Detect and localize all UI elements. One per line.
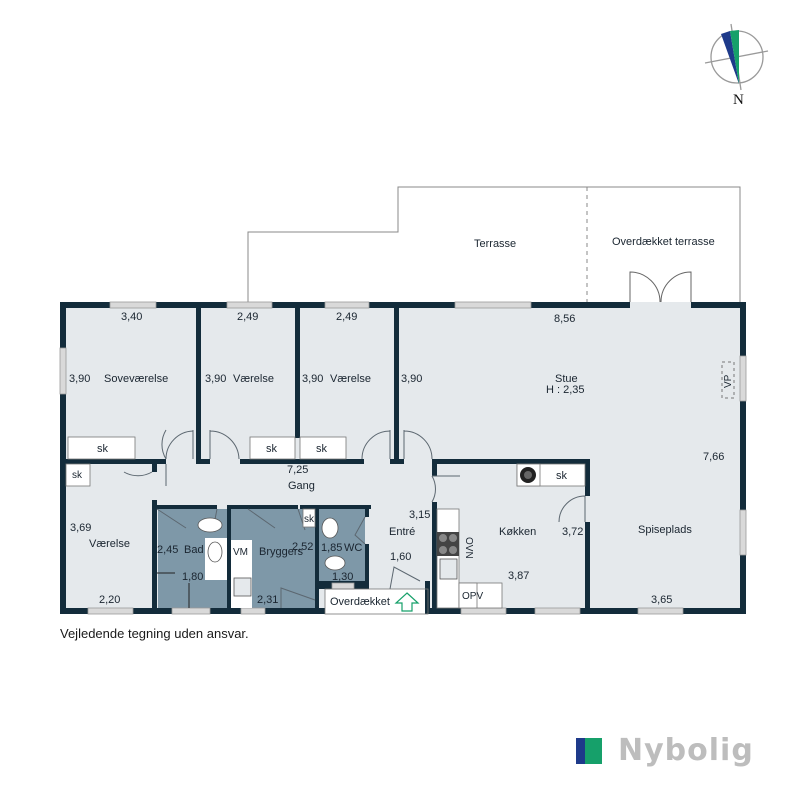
- dim-label: 7,25: [287, 464, 308, 476]
- room-labels: 3,40 3,90 Soveværelse 2,49 3,90 Værelse …: [69, 311, 724, 606]
- vp-label: VP: [723, 374, 734, 388]
- dishwasher-label: OPV: [462, 591, 483, 602]
- patio-door: [629, 271, 692, 303]
- dim-label: 3,90: [302, 373, 323, 385]
- kitchen-fixtures: [436, 463, 541, 609]
- entrance-arrow-icon: [394, 592, 420, 612]
- disclaimer-text: Vejledende tegning uden ansvar.: [60, 626, 249, 641]
- closet-label: sk: [72, 470, 83, 481]
- dim-label: 2,52: [292, 541, 313, 553]
- dim-label: 3,65: [651, 594, 672, 606]
- door-swings: [123, 429, 586, 608]
- room-name-label: Bad: [184, 544, 204, 556]
- washing-machine-label: VM: [233, 547, 248, 558]
- room-name-label: Entré: [389, 526, 415, 538]
- dim-label: 3,87: [508, 570, 529, 582]
- oven-label: OVN: [463, 537, 474, 559]
- room-name-label: Spiseplads: [638, 524, 692, 536]
- dim-label: 3,90: [205, 373, 226, 385]
- closet-label: sk: [316, 443, 328, 455]
- compass-icon: N: [704, 23, 769, 108]
- closet-label: sk: [304, 514, 315, 525]
- room-name-label: Gang: [288, 480, 315, 492]
- covered-entry-label: Overdækket: [330, 596, 390, 608]
- room-name-label: Værelse: [89, 538, 130, 550]
- dim-label: 3,90: [69, 373, 90, 385]
- dim-label: 3,69: [70, 522, 91, 534]
- dim-label: 3,90: [401, 373, 422, 385]
- room-name-label: Stue: [555, 373, 578, 385]
- closet-label: sk: [556, 470, 568, 482]
- room-name-label: WC: [344, 542, 362, 554]
- dim-label: 3,72: [562, 526, 583, 538]
- covered-terrace-label: Overdækket terrasse: [612, 236, 715, 248]
- logo-mark-icon: [576, 738, 602, 764]
- compass-north-label: N: [733, 92, 744, 108]
- dim-label: 8,56: [554, 313, 575, 325]
- room-name-label: Værelse: [330, 373, 371, 385]
- closet-label: sk: [266, 443, 278, 455]
- terrace-outline: [247, 186, 741, 302]
- dim-label: 3,15: [409, 509, 430, 521]
- dim-label: 2,20: [99, 594, 120, 606]
- ceiling-height-label: H : 2,35: [546, 384, 585, 396]
- terrace-label: Terrasse: [474, 238, 516, 250]
- dim-label: 2,45: [157, 544, 178, 556]
- windows: [59, 301, 747, 615]
- dim-label: 3,40: [121, 311, 142, 323]
- dim-label: 1,85: [321, 542, 342, 554]
- dim-label: 1,80: [182, 571, 203, 583]
- room-name-label: Køkken: [499, 526, 536, 538]
- dim-label: 2,31: [257, 594, 278, 606]
- closet-label: sk: [97, 443, 109, 455]
- dim-label: 2,49: [336, 311, 357, 323]
- dim-label: 2,49: [237, 311, 258, 323]
- dim-label: 7,66: [703, 451, 724, 463]
- brand-name: Nybolig: [618, 733, 754, 768]
- dim-label: 1,30: [332, 571, 353, 583]
- room-name-label: Bryggers: [259, 546, 304, 558]
- brand-logo: Nybolig: [576, 733, 754, 768]
- dim-label: 1,60: [390, 551, 411, 563]
- bathroom-fixtures: [157, 517, 346, 608]
- room-name-label: Værelse: [233, 373, 274, 385]
- room-name-label: Soveværelse: [104, 373, 168, 385]
